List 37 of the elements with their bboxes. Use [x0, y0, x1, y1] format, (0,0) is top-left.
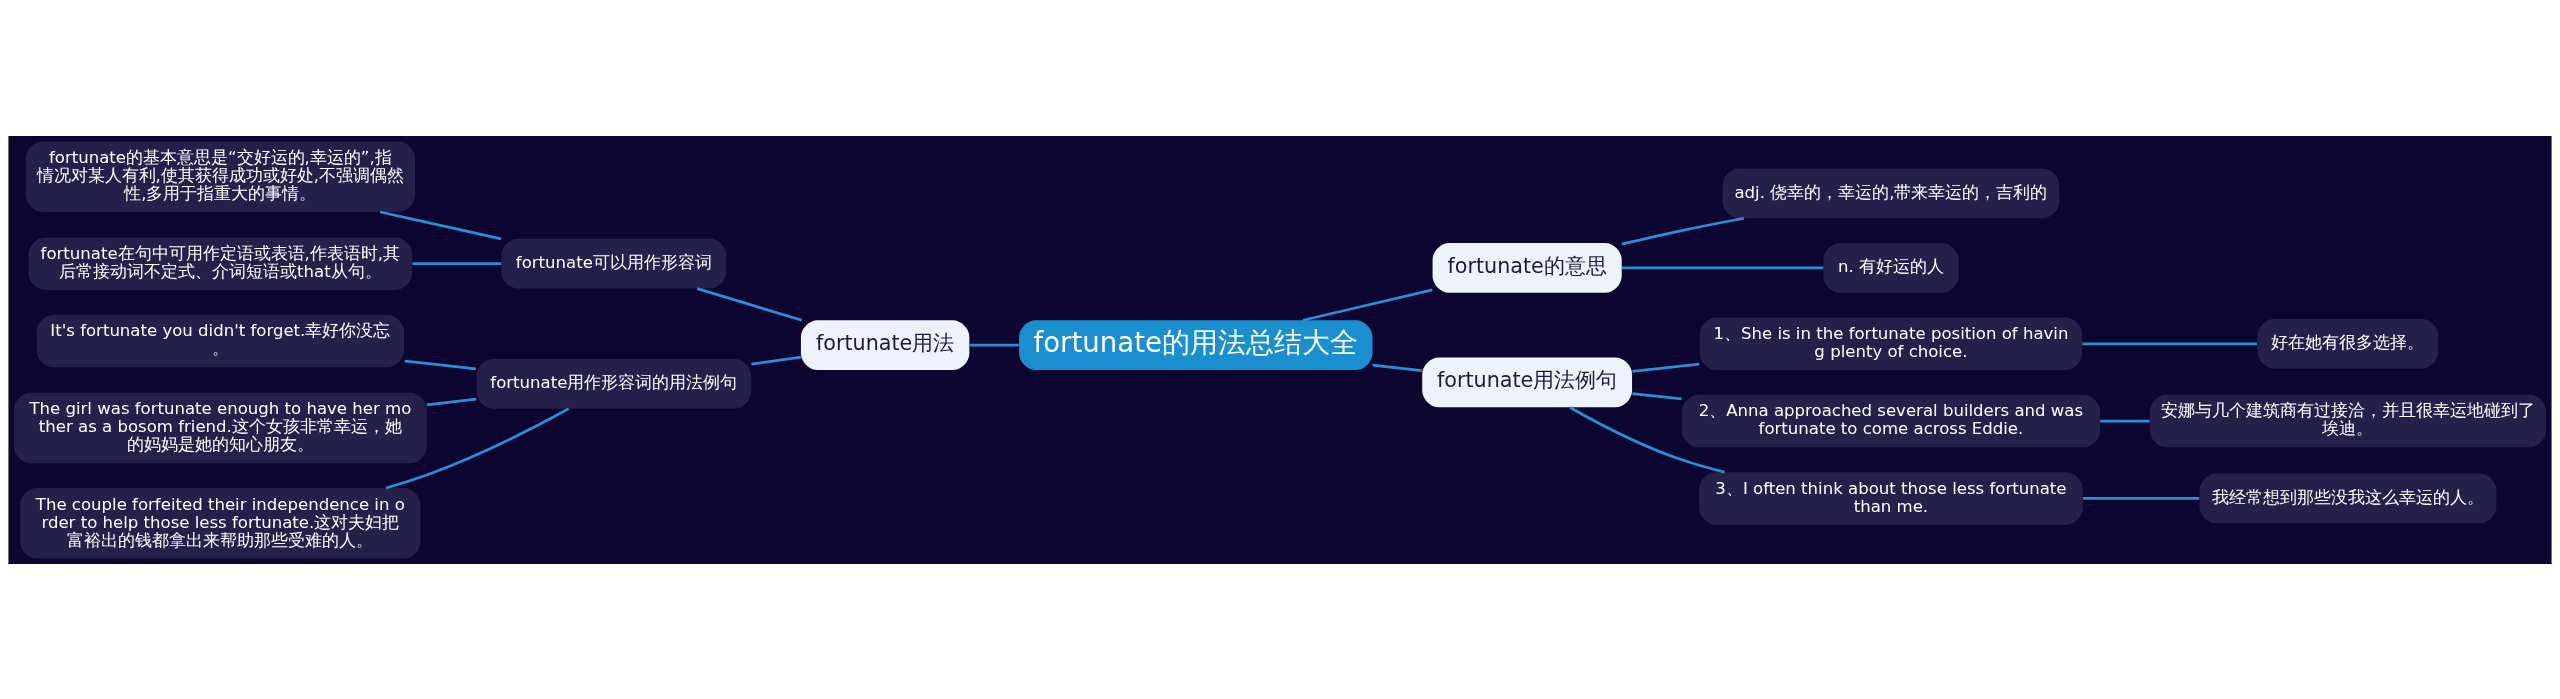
connector: [1302, 288, 1433, 322]
node-box: 安娜与几个建筑商有过接洽，并且很幸运地碰到了埃迪。: [2149, 394, 2547, 447]
connector: [2082, 341, 2257, 345]
connector: [2100, 419, 2150, 422]
connector: [1632, 362, 1700, 373]
connector: [969, 343, 1019, 347]
connector: [1621, 216, 1745, 245]
node-box: fortunate用法: [800, 319, 970, 370]
node-box: adj. 侥幸的，幸运的,带来幸运的，吉利的: [1722, 167, 2060, 218]
node-box: fortunate可以用作形容词: [501, 238, 727, 289]
node-box: 2、Anna approached several builders and was fortunate to come across Eddie.: [1681, 394, 2101, 447]
connector: [2083, 496, 2200, 500]
node-box: n. 有好运的人: [1823, 242, 1959, 293]
node-box: 1、She is in the fortunate position of having plenty of choice.: [1699, 317, 2083, 370]
node-box: fortunate的意思: [1432, 242, 1622, 293]
node-box: The girl was fortunate enough to have her mother as a bosom friend.这个女孩非常幸运，她的妈妈是她的知心朋友。: [13, 392, 427, 463]
connector: [379, 210, 502, 240]
connector: [751, 355, 802, 366]
node-box: The couple forfeited their independence in order to help those less fortunate.这对夫妇把富裕出的钱都拿出来帮助那些受难的人。: [20, 487, 421, 558]
connector: [1372, 363, 1422, 372]
connector: [1621, 265, 1824, 269]
node-box: fortunate在句中可用作定语或表语,作表语时,其后常接动词不定式、介词短语或that从句。: [28, 237, 413, 290]
connector: [1632, 391, 1682, 400]
node-box: fortunate用作形容词的用法例句: [476, 358, 752, 409]
node-box: fortunate的基本意思是“交好运的,幸运的”,指情况对某人有利,使其获得成功或好处,不强调偶然性,多用于指重大的事情。: [25, 141, 416, 212]
node-box: fortunate的用法总结大全: [1019, 319, 1373, 370]
connector: [696, 286, 803, 322]
connector: [1569, 405, 1725, 474]
node-box: 好在她有很多选择。: [2257, 318, 2439, 369]
node-box: fortunate用法例句: [1422, 357, 1633, 407]
node-box: It's fortunate you didn't forget.幸好你没忘。: [36, 314, 404, 367]
node-box: 3、I often think about those less fortunate than me.: [1699, 471, 2083, 525]
node-box: 我经常想到那些没我这么幸运的人。: [2199, 473, 2497, 523]
connector: [404, 359, 477, 370]
connector: [426, 397, 477, 406]
connector: [385, 407, 570, 489]
connector: [412, 261, 502, 265]
